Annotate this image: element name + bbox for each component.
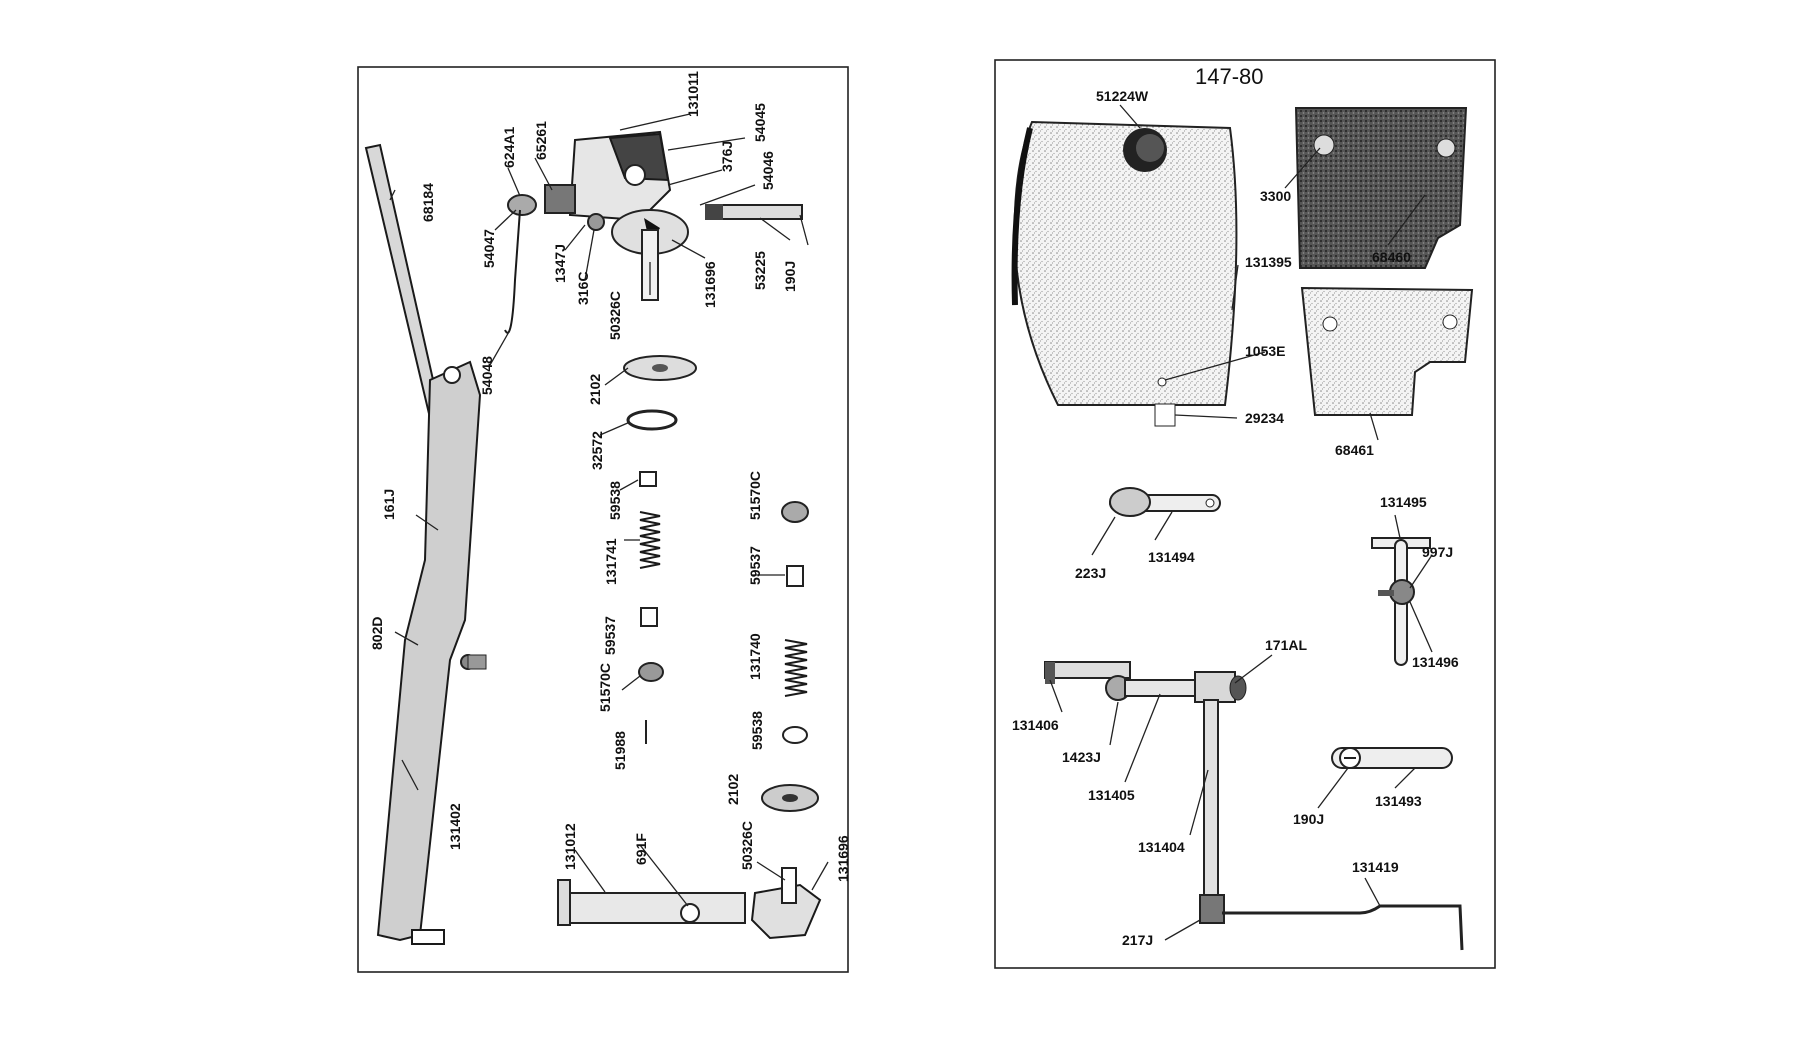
label-3300: 3300 xyxy=(1260,188,1291,204)
label-51224W: 51224W xyxy=(1096,88,1149,104)
label-131405: 131405 xyxy=(1088,787,1135,803)
label-59537-1: 59537 xyxy=(747,546,763,585)
label-316C: 316C xyxy=(575,272,591,305)
label-131740: 131740 xyxy=(747,633,763,680)
label-51988: 51988 xyxy=(612,731,628,770)
label-29234: 29234 xyxy=(1245,410,1284,426)
label-65261: 65261 xyxy=(533,121,549,160)
lever-assembly xyxy=(364,143,487,945)
label-51570C-1: 51570C xyxy=(747,471,763,520)
spring-stack xyxy=(623,355,819,812)
label-50326C-2: 50326C xyxy=(739,821,755,870)
label-53225: 53225 xyxy=(752,251,768,290)
shaft-assembly xyxy=(1044,661,1464,951)
left-panel-frame xyxy=(357,66,849,973)
label-32572: 32572 xyxy=(589,431,605,470)
label-131402: 131402 xyxy=(447,803,463,850)
label-131395: 131395 xyxy=(1245,254,1292,270)
label-68460: 68460 xyxy=(1372,249,1411,265)
label-131012: 131012 xyxy=(562,823,578,870)
label-131741: 131741 xyxy=(603,538,619,585)
label-190J-right: 190J xyxy=(1293,811,1324,827)
label-1423J: 1423J xyxy=(1062,749,1101,765)
right-panel-frame xyxy=(994,59,1496,969)
right-leader-lines xyxy=(1049,104,1433,941)
right-part-labels: 51224W 3300 68460 131395 1053E 29234 684… xyxy=(1012,88,1459,948)
label-131406: 131406 xyxy=(1012,717,1059,733)
label-802D: 802D xyxy=(369,617,385,650)
label-131495: 131495 xyxy=(1380,494,1427,510)
label-54047: 54047 xyxy=(481,229,497,268)
label-131696-2: 131696 xyxy=(835,835,851,882)
cover-plate xyxy=(1011,120,1238,427)
label-59538: 59538 xyxy=(607,481,623,520)
left-leader-lines xyxy=(389,113,829,907)
bracket-131493 xyxy=(1331,747,1453,769)
label-171AL: 171AL xyxy=(1265,637,1307,653)
label-131496: 131496 xyxy=(1412,654,1459,670)
label-131493: 131493 xyxy=(1375,793,1422,809)
label-131696: 131696 xyxy=(702,261,718,308)
plate-68460 xyxy=(1294,107,1468,269)
label-161J: 161J xyxy=(381,489,397,520)
label-691F: 691F xyxy=(633,833,649,865)
label-2102: 2102 xyxy=(587,374,603,405)
figure-title: 147-80 xyxy=(1195,64,1264,89)
guide-assembly xyxy=(504,130,803,334)
label-51570C-2: 51570C xyxy=(597,663,613,712)
label-223J: 223J xyxy=(1075,565,1106,581)
label-624A1: 624A1 xyxy=(501,127,517,168)
label-54045: 54045 xyxy=(752,103,768,142)
label-1347J: 1347J xyxy=(552,244,568,283)
label-131494: 131494 xyxy=(1148,549,1195,565)
plate-68461 xyxy=(1300,286,1474,416)
left-part-labels: 131011 54045 65261 624A1 376J 54046 5404… xyxy=(369,71,851,882)
t-handle xyxy=(1371,537,1431,666)
label-59538-2: 59538 xyxy=(749,711,765,750)
bracket-131494 xyxy=(1109,487,1221,517)
label-54048: 54048 xyxy=(479,356,495,395)
label-68461: 68461 xyxy=(1335,442,1374,458)
label-217J: 217J xyxy=(1122,932,1153,948)
label-59537-2b: 59537 xyxy=(602,616,618,655)
label-190J: 190J xyxy=(782,261,798,292)
label-131419: 131419 xyxy=(1352,859,1399,875)
label-50326C: 50326C xyxy=(607,291,623,340)
bottom-shaft xyxy=(557,867,822,940)
label-54046: 54046 xyxy=(760,151,776,190)
label-131404: 131404 xyxy=(1138,839,1185,855)
label-1053E: 1053E xyxy=(1245,343,1285,359)
label-68184: 68184 xyxy=(420,183,436,222)
label-376J: 376J xyxy=(719,141,735,172)
label-2102-2: 2102 xyxy=(725,774,741,805)
label-131011: 131011 xyxy=(685,71,701,117)
label-997J: 997J xyxy=(1422,544,1453,560)
